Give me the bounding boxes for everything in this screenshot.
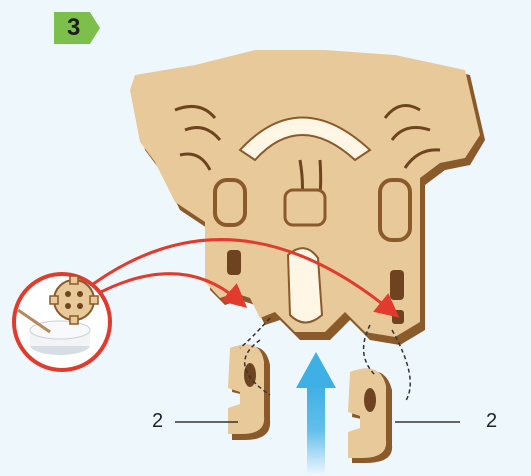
center-opening: [288, 248, 322, 322]
loose-piece-right: [348, 368, 392, 463]
slot-right-lower: [392, 310, 404, 324]
joint-center: [285, 190, 325, 225]
slot-left: [227, 250, 241, 275]
joint-right-upper: [380, 180, 410, 240]
loose-piece-left: [228, 344, 270, 440]
slot-right: [390, 270, 404, 300]
push-up-arrow-icon: [296, 352, 336, 475]
quantity-label-left: 2: [152, 410, 163, 433]
joint-left-upper: [215, 180, 245, 225]
step-number: 3: [67, 14, 80, 42]
quantity-label-right: 2: [486, 410, 497, 433]
wooden-frame: [130, 50, 485, 345]
